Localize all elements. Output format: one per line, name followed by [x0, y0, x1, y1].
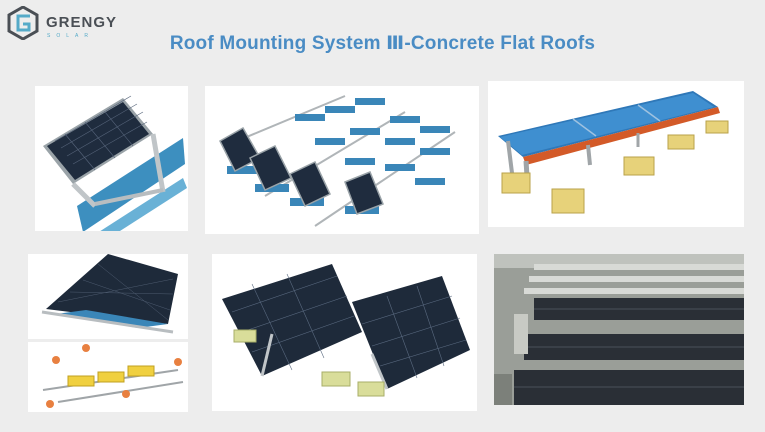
grengy-logo-icon — [7, 6, 39, 40]
triangle-mount-ballast-tray-image — [28, 254, 188, 339]
mount-part-callout-diagram-image — [28, 342, 188, 412]
elevated-row-concrete-block-image — [488, 81, 744, 227]
brand-subtitle: SOLAR — [47, 33, 94, 39]
single-tilt-mount-concrete-ballast-image — [35, 86, 188, 231]
rooftop-installation-photo-image — [494, 254, 744, 405]
brand-logo: GRENGY SOLAR — [6, 6, 121, 40]
tilt-mount-array-grid-image — [205, 86, 479, 234]
dual-panel-triangle-mount-image — [212, 254, 477, 411]
page-title: Roof Mounting System Ⅲ-Concrete Flat Roo… — [169, 33, 596, 54]
brand-name: GRENGY — [46, 14, 118, 31]
